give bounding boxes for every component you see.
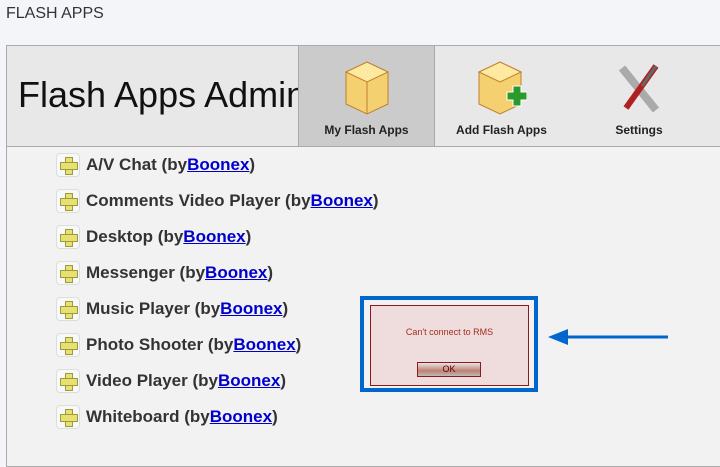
plus-icon[interactable] <box>56 405 80 429</box>
list-item: Video Player (by Boonex) <box>56 368 286 394</box>
app-name: Video Player (by <box>86 371 218 390</box>
app-name: A/V Chat (by <box>86 155 188 174</box>
plus-icon[interactable] <box>56 369 80 393</box>
app-name: Photo Shooter (by <box>86 335 234 354</box>
list-item: Photo Shooter (by Boonex) <box>56 332 301 358</box>
tab-label: Settings <box>615 123 663 137</box>
app-name: Comments Video Player (by <box>86 191 311 210</box>
app-name: Whiteboard (by <box>86 407 210 426</box>
author-link[interactable]: Boonex <box>209 407 273 426</box>
tools-icon <box>618 64 660 113</box>
tab-add-flash-apps[interactable]: Add Flash Apps <box>434 46 569 146</box>
plus-icon[interactable] <box>56 189 80 213</box>
admin-header: Flash Apps Admin My Flash Apps Add Flash… <box>7 46 720 147</box>
author-link[interactable]: Boonex <box>205 263 268 282</box>
plus-icon[interactable] <box>56 333 80 357</box>
highlight-box <box>360 296 538 392</box>
plus-icon[interactable] <box>56 297 80 321</box>
box-add-icon <box>477 61 527 115</box>
arrow-left-icon <box>548 329 668 345</box>
plus-icon[interactable] <box>56 261 80 285</box>
author-link[interactable]: Boonex <box>217 371 281 390</box>
page-title: Flash Apps Admin <box>18 74 307 115</box>
tab-label: My Flash Apps <box>324 123 409 137</box>
flash-apps-panel: Flash Apps Admin My Flash Apps Add Flash… <box>6 45 720 467</box>
page-heading: FLASH APPS <box>6 5 104 22</box>
list-item: Whiteboard (by Boonex) <box>56 404 278 430</box>
app-name: Music Player (by <box>86 299 221 318</box>
app-name: Messenger (by <box>86 263 206 282</box>
list-item: Messenger (by Boonex) <box>56 260 273 286</box>
author-link[interactable]: Boonex <box>220 299 283 318</box>
tab-label: Add Flash Apps <box>456 123 547 137</box>
ok-button[interactable]: OK <box>417 362 481 377</box>
list-item: Music Player (by Boonex) <box>56 296 288 322</box>
author-link[interactable]: Boonex <box>310 191 373 210</box>
error-dialog: Can't connect to RMS OK <box>370 305 529 386</box>
app-name: Desktop (by <box>86 227 184 246</box>
tab-my-flash-apps[interactable]: My Flash Apps <box>298 46 435 146</box>
list-item: Desktop (by Boonex) <box>56 224 251 250</box>
plus-icon[interactable] <box>56 225 80 249</box>
author-link[interactable]: Boonex <box>183 227 246 246</box>
plus-icon[interactable] <box>56 153 80 177</box>
list-item: Comments Video Player (by Boonex) <box>56 188 379 214</box>
error-message: Can't connect to RMS <box>405 327 494 337</box>
author-link[interactable]: Boonex <box>187 155 250 174</box>
author-link[interactable]: Boonex <box>233 335 296 354</box>
box-icon <box>344 61 389 115</box>
list-item: A/V Chat (by Boonex) <box>56 152 255 178</box>
tab-settings[interactable]: Settings <box>569 46 709 146</box>
